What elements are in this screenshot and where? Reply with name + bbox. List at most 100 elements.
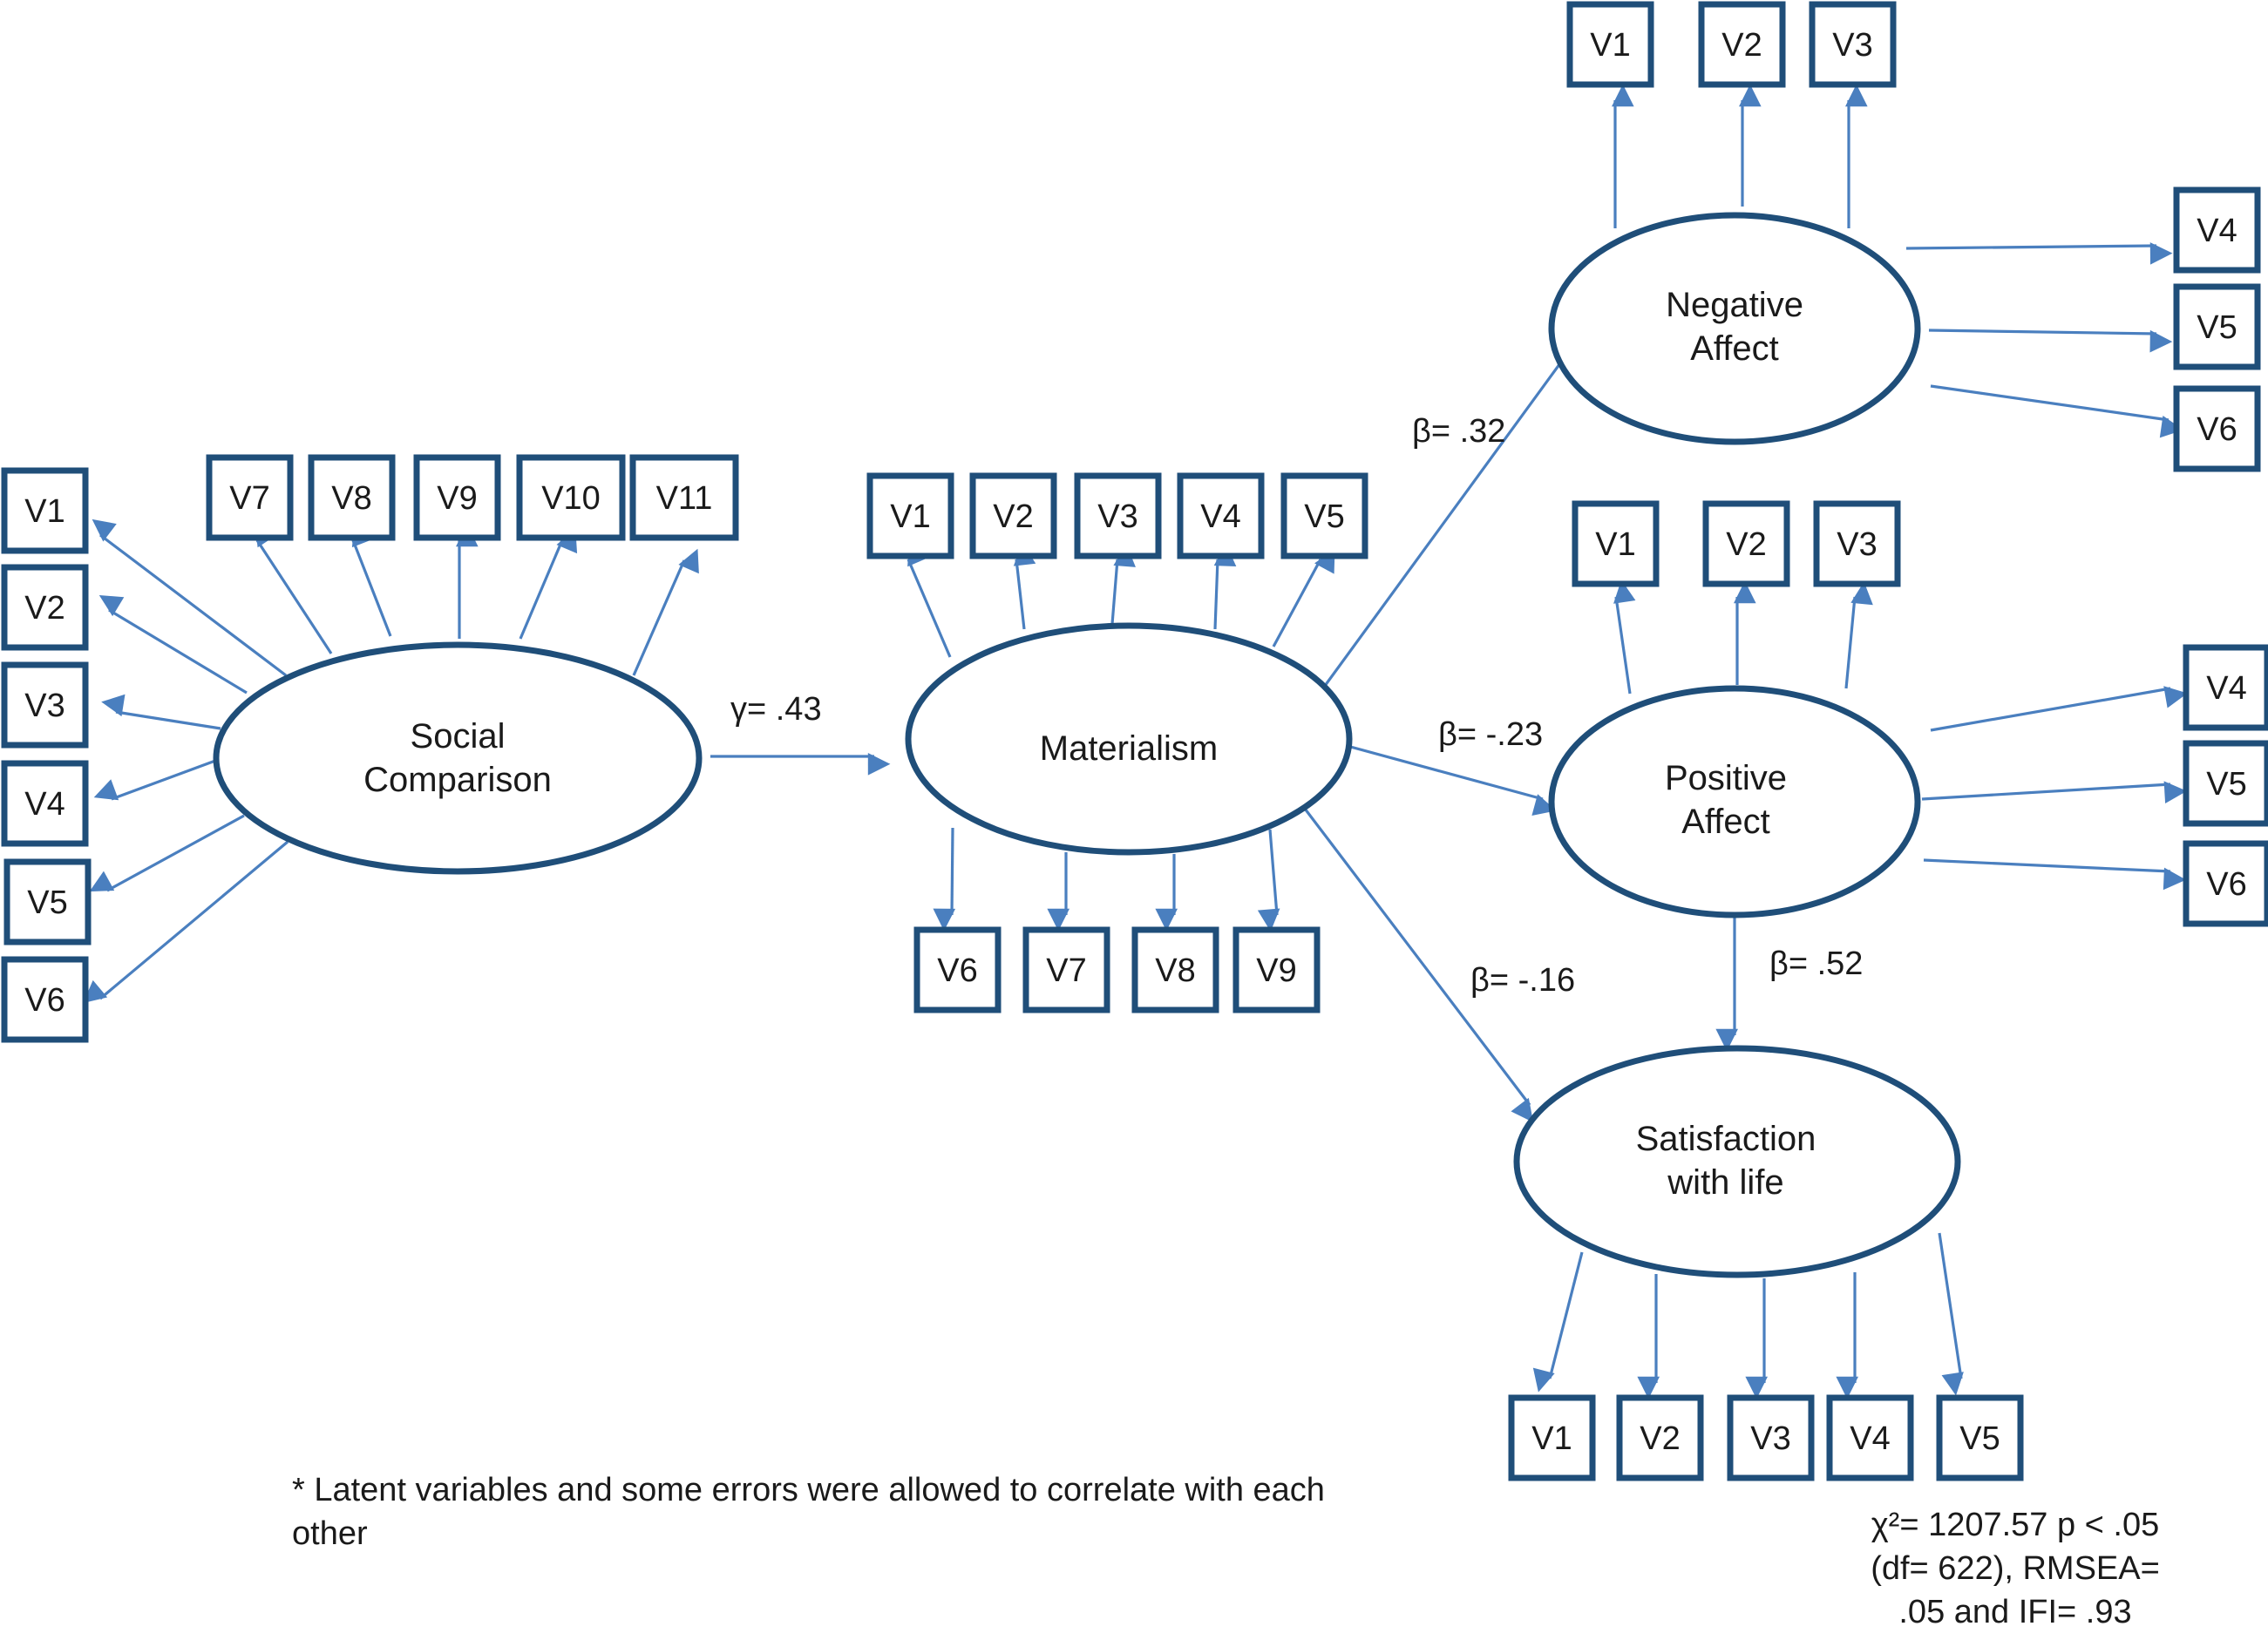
satisfaction-indicator-box: [1727, 1394, 1815, 1481]
materialism-loading-arrow-2: [1013, 542, 1036, 630]
social-comparison-loading-arrow-6: [83, 840, 289, 1004]
social-comparison-indicator-label: V5: [27, 884, 67, 921]
social-comparison-indicator-box: [1, 661, 89, 749]
materialism-loading-arrow-5: [1272, 548, 1335, 647]
positive-affect-indicator-label: V3: [1837, 526, 1877, 563]
social-comparison-indicator-label: V3: [24, 688, 65, 724]
materialism-indicator-box: [1022, 926, 1110, 1013]
materialism-indicator-5: V5: [1280, 472, 1368, 559]
negative-affect-indicator-label: V6: [2197, 411, 2237, 448]
positive-affect-label-line1: Positive: [1665, 759, 1787, 797]
fit-line3: .05 and IFI= .93: [1898, 1594, 2131, 1630]
social-comparison-indicator-6: V6: [1, 956, 89, 1043]
positive-affect-loading-arrow-5: [1921, 781, 2187, 803]
materialism-indicator-label: V6: [937, 952, 977, 989]
satisfaction-indicator-5: V5: [1936, 1394, 2024, 1481]
footnote-line1: * Latent variables and some errors were …: [292, 1472, 1325, 1508]
social-comparison-loading-arrow-2: [98, 594, 248, 695]
latent-social-comparison: Social Comparison: [213, 641, 703, 875]
social-comparison-indicator-11: V11: [629, 454, 739, 541]
satisfaction-indicator-3: V3: [1727, 1394, 1815, 1481]
social-comparison-indicator-box: [308, 454, 396, 541]
social-comparison-indicator-9: V9: [413, 454, 501, 541]
social-comparison-loading-arrow-3: [101, 694, 221, 730]
social-comparison-loading-arrow-8: [351, 522, 392, 637]
positive-affect-indicator-box: [2183, 840, 2268, 927]
latent-materialism: Materialism: [905, 622, 1353, 856]
social-comparison-indicator-label: V6: [24, 982, 65, 1019]
social-comparison-indicator-4: V4: [1, 760, 89, 847]
negative-affect-indicator-box: [1809, 1, 1897, 88]
social-comparison-indicator-label: V8: [331, 480, 371, 517]
materialism-loading-arrow-3: [1110, 544, 1136, 625]
negative-affect-indicator-box: [2173, 385, 2261, 472]
satisfaction-indicator-box: [1826, 1394, 1914, 1481]
arrows-layer: [83, 84, 2188, 1399]
negative-affect-loading-arrow-4: [1905, 242, 2173, 265]
social-comparison-indicator-label: V2: [24, 590, 65, 627]
negative-affect-label-line1: Negative: [1666, 286, 1803, 324]
negative-affect-indicator-box: [2173, 283, 2261, 370]
social-comparison-label-line2: Comparison: [363, 761, 552, 799]
positive-affect-indicator-label: V1: [1595, 526, 1635, 563]
materialism-loading-arrow-6: [933, 827, 956, 932]
social-comparison-indicator-label: V4: [24, 786, 65, 823]
negative-affect-ellipse: [1548, 212, 1921, 445]
path-label-materialism-to-satisfaction: β= -.16: [1470, 962, 1575, 999]
satisfaction-indicator-box: [1936, 1394, 2024, 1481]
materialism-indicator-7: V7: [1022, 926, 1110, 1013]
materialism-indicator-box: [1232, 926, 1321, 1013]
path-coefficient-labels: γ= .43 β= .32 β= -.23 β= -.16 β= .52: [730, 413, 1863, 999]
positive-affect-indicator-6: V6: [2183, 840, 2268, 927]
positive-affect-indicator-label: V4: [2206, 670, 2246, 707]
materialism-indicator-box: [969, 472, 1057, 559]
negative-affect-indicator-label: V5: [2197, 309, 2237, 346]
social-comparison-indicator-box: [206, 454, 294, 541]
materialism-indicator-6: V6: [913, 926, 1002, 1013]
positive-affect-indicator-4: V4: [2183, 644, 2268, 731]
materialism-loading-arrow-1: [907, 541, 952, 658]
materialism-indicator-box: [1280, 472, 1368, 559]
materialism-indicator-label: V4: [1200, 498, 1240, 535]
satisfaction-loading-arrow-1: [1532, 1251, 1584, 1393]
positive-affect-indicator-label: V2: [1726, 526, 1766, 563]
positive-affect-indicator-label: V6: [2206, 866, 2246, 903]
negative-affect-loading-arrow-6: [1930, 384, 2183, 438]
footnote-line2: other: [292, 1515, 368, 1552]
materialism-indicator-box: [1074, 472, 1162, 559]
social-comparison-indicator-box: [1, 760, 89, 847]
satisfaction-indicator-label: V3: [1750, 1420, 1790, 1457]
positive-affect-indicator-box: [2183, 644, 2268, 731]
social-comparison-indicator-1: V1: [1, 467, 89, 554]
social-comparison-loading-arrow-5: [89, 814, 245, 892]
materialism-indicator-label: V5: [1304, 498, 1344, 535]
negative-affect-indicator-box: [2173, 186, 2261, 274]
footnote: * Latent variables and some errors were …: [292, 1472, 1325, 1552]
satisfaction-indicator-label: V4: [1850, 1420, 1890, 1457]
positive-affect-label-line2: Affect: [1681, 803, 1770, 841]
social-comparison-indicator-10: V10: [516, 454, 626, 541]
social-comparison-indicator-2: V2: [1, 564, 89, 651]
social-comparison-indicator-box: [1, 467, 89, 554]
social-comparison-indicator-label: V1: [24, 493, 65, 530]
negative-affect-indicator-4: V4: [2173, 186, 2261, 274]
model-fit-statistics: χ²= 1207.57 p < .05 (df= 622), RMSEA= .0…: [1871, 1507, 2160, 1630]
positive-affect-ellipse: [1548, 685, 1921, 918]
materialism-indicator-9: V9: [1232, 926, 1321, 1013]
satisfaction-indicator-1: V1: [1508, 1394, 1596, 1481]
social-comparison-indicator-box: [516, 454, 626, 541]
materialism-indicator-1: V1: [866, 472, 954, 559]
materialism-indicator-label: V9: [1256, 952, 1296, 989]
path-label-sc-to-materialism: γ= .43: [730, 691, 822, 728]
social-comparison-loading-arrow-10: [519, 528, 578, 640]
materialism-indicator-3: V3: [1074, 472, 1162, 559]
social-comparison-indicator-5: V5: [3, 858, 92, 945]
negative-affect-indicator-3: V3: [1809, 1, 1897, 88]
materialism-indicator-box: [913, 926, 1002, 1013]
latent-positive-affect: Positive Affect: [1548, 685, 1921, 918]
social-comparison-indicator-8: V8: [308, 454, 396, 541]
negative-affect-indicator-box: [1566, 1, 1654, 88]
positive-affect-loading-arrow-1: [1613, 579, 1636, 695]
positive-affect-indicator-2: V2: [1702, 500, 1790, 587]
